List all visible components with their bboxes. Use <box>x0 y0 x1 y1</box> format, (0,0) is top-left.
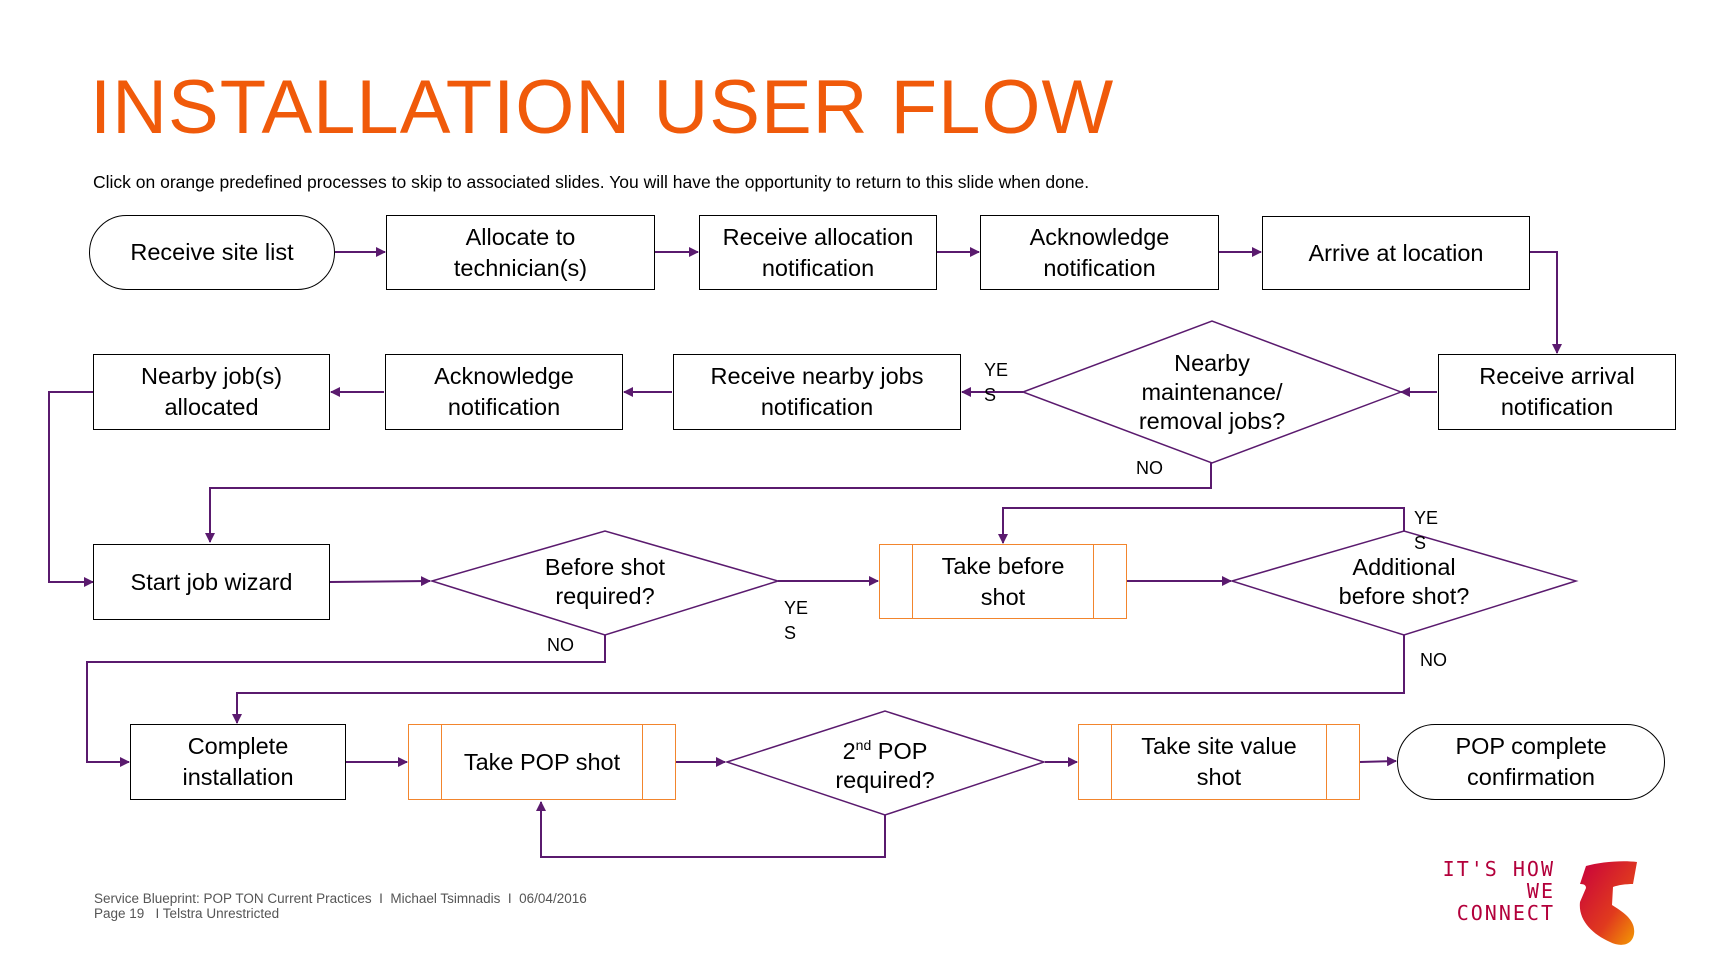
no-label-additional: NO <box>1420 650 1447 670</box>
connector <box>1359 756 1397 767</box>
start-job-wizard-node: Start job wizard <box>93 544 330 620</box>
second-pop-decision-shape <box>724 710 1047 816</box>
connector <box>998 507 1405 544</box>
additional-before-shot-decision-shape <box>1229 530 1579 636</box>
footer-line-2: Page 19 I Telstra Unrestricted <box>94 906 280 921</box>
before-shot-decision-shape <box>429 530 781 636</box>
connector <box>1530 251 1562 354</box>
arrive-at-location-node: Arrive at location <box>1262 216 1530 290</box>
connector <box>86 635 606 767</box>
connector <box>232 635 1405 724</box>
page-subtitle: Click on orange predefined processes to … <box>93 172 1090 192</box>
connector <box>48 391 94 587</box>
nearby-jobs-decision-shape <box>1020 320 1404 464</box>
footer-line-1: Service Blueprint: POP TON Current Pract… <box>94 891 587 906</box>
nearby-jobs-allocated-node: Nearby job(s)allocated <box>93 354 330 430</box>
take-pop-shot-process[interactable]: Take POP shot <box>408 724 676 800</box>
receive-site-list-node: Receive site list <box>89 215 335 290</box>
no-label-nearby: NO <box>1136 458 1163 478</box>
no-label-before-shot: NO <box>547 635 574 655</box>
connector <box>205 463 1212 543</box>
connector <box>536 801 886 858</box>
page-title: INSTALLATION USER FLOW <box>90 65 1115 150</box>
connector <box>329 576 431 587</box>
